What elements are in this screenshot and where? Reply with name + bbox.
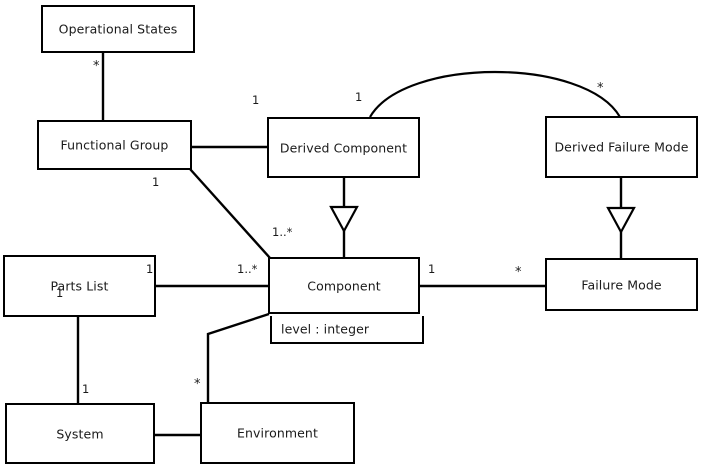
- class-box-environment[interactable]: Environment: [200, 402, 355, 464]
- hollow-triangle-down-icon-failuremode: [606, 206, 636, 235]
- class-box-derived-component[interactable]: Derived Component: [267, 117, 420, 178]
- class-box-operational-states[interactable]: Operational States: [41, 5, 195, 53]
- edge-derivedcomponent-derivedfailuremode: [369, 70, 621, 118]
- class-name-derived-failure-mode: Derived Failure Mode: [554, 139, 689, 155]
- multiplicity-component-failuremode: 1: [428, 262, 436, 276]
- class-box-component[interactable]: Component: [268, 257, 420, 314]
- multiplicity-failuremode-component: *: [515, 265, 522, 280]
- multiplicity-arc-derivedfailuremode: *: [597, 81, 604, 96]
- multiplicity-fg-derivedcomponent: 1: [252, 93, 260, 107]
- edge-environment-component: [206, 312, 270, 402]
- multiplicity-arc-derivedcomponent: 1: [355, 90, 363, 104]
- multiplicity-opstates: *: [93, 59, 100, 74]
- class-box-system[interactable]: System: [5, 403, 155, 464]
- multiplicity-environment-component: *: [194, 377, 201, 392]
- class-name-component: Component: [307, 278, 381, 293]
- hollow-triangle-down-icon-component: [329, 205, 359, 234]
- multiplicity-partslist-system: 1: [56, 286, 64, 300]
- multiplicity-component-fg: 1..*: [272, 225, 293, 239]
- class-name-parts-list: Parts List: [50, 278, 109, 294]
- class-name-functional-group: Functional Group: [60, 137, 169, 153]
- class-name-failure-mode: Failure Mode: [581, 277, 662, 292]
- edge-functionalgroup-component: [189, 168, 271, 259]
- class-box-parts-list[interactable]: Parts List: [3, 255, 156, 317]
- multiplicity-system-partslist: 1: [82, 382, 90, 396]
- class-name-environment: Environment: [237, 425, 318, 441]
- class-name-operational-states: Operational States: [58, 21, 178, 37]
- multiplicity-partslist-component: 1: [146, 262, 154, 276]
- class-name-system: System: [56, 426, 104, 441]
- multiplicity-component-partslist: 1..*: [237, 262, 258, 276]
- class-name-derived-component: Derived Component: [279, 140, 408, 155]
- class-box-failure-mode[interactable]: Failure Mode: [545, 258, 698, 311]
- attribute-level: level : integer: [281, 321, 370, 337]
- attribute-compartment-component[interactable]: level : integer: [270, 316, 424, 344]
- class-box-derived-failure-mode[interactable]: Derived Failure Mode: [545, 116, 698, 178]
- multiplicity-fg-component: 1: [152, 175, 160, 189]
- class-box-functional-group[interactable]: Functional Group: [37, 120, 192, 170]
